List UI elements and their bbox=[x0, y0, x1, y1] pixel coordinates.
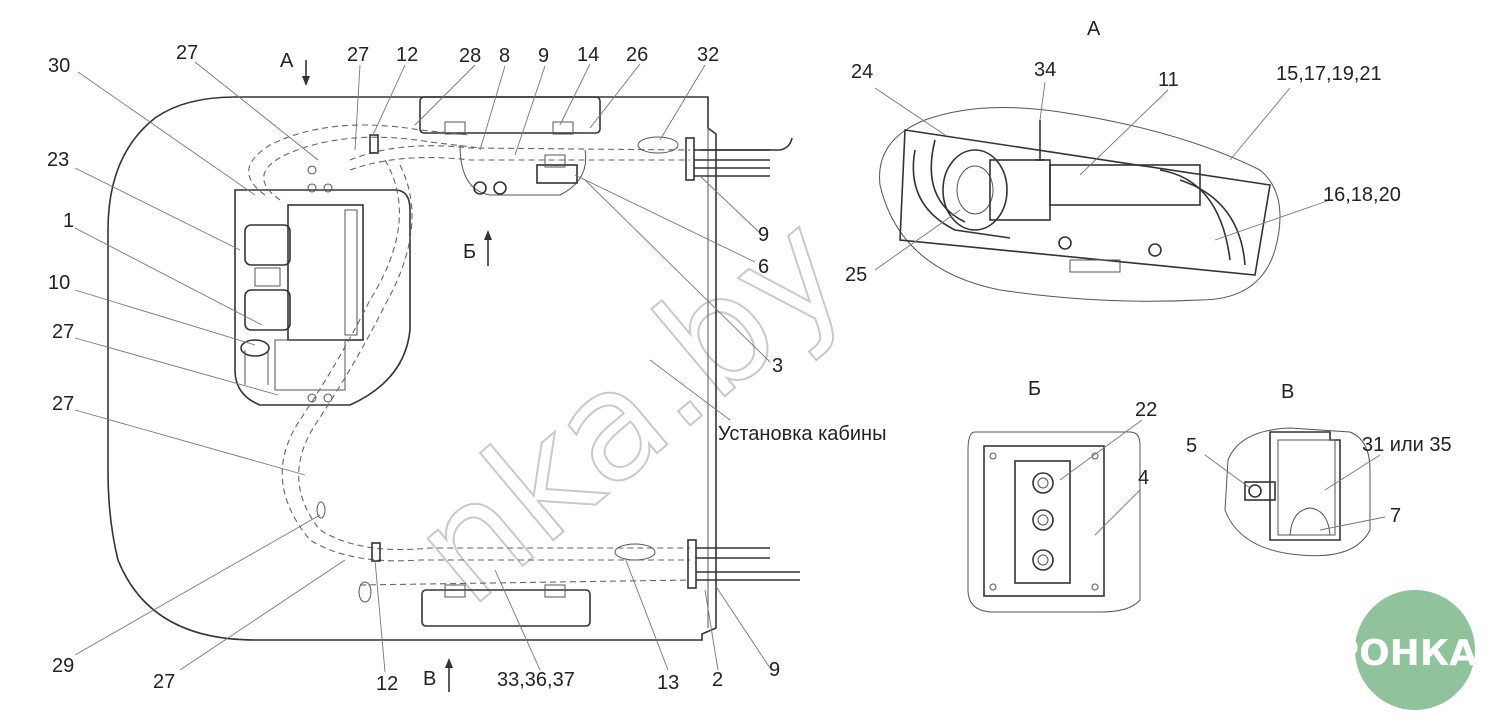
label-26: 26 bbox=[626, 44, 648, 66]
pipe-fittings bbox=[614, 136, 800, 589]
label-31-or-35: 31 или 35 bbox=[1362, 434, 1452, 456]
label-27-top-left: 27 bbox=[176, 42, 198, 64]
logo-text: АГРОНКА bbox=[1282, 633, 1477, 674]
label-3: 3 bbox=[772, 355, 783, 377]
label-23: 23 bbox=[47, 149, 69, 171]
label-11: 11 bbox=[1158, 69, 1179, 91]
label-10: 10 bbox=[48, 272, 70, 294]
label-9-bottom: 9 bbox=[769, 659, 780, 681]
leader-lines bbox=[74, 61, 771, 673]
label-2: 2 bbox=[712, 669, 723, 691]
label-27-left-1: 27 bbox=[52, 321, 74, 343]
label-29: 29 bbox=[52, 655, 74, 677]
label-14: 14 bbox=[577, 44, 599, 66]
view-v-arrow-label: В bbox=[423, 668, 436, 690]
label-5: 5 bbox=[1186, 435, 1197, 457]
label-4: 4 bbox=[1138, 467, 1149, 489]
label-27-left-2: 27 bbox=[52, 393, 74, 415]
label-9-right: 9 bbox=[758, 224, 769, 246]
label-33-36-37: 33,36,37 bbox=[497, 669, 575, 691]
label-24: 24 bbox=[851, 61, 873, 83]
view-v-title: В bbox=[1281, 381, 1294, 403]
cab-floor-plan bbox=[74, 60, 800, 692]
label-12-bottom: 12 bbox=[376, 673, 398, 695]
cab-outline bbox=[107, 96, 717, 641]
heater-unit bbox=[234, 165, 411, 406]
label-32: 32 bbox=[697, 44, 719, 66]
label-7: 7 bbox=[1390, 505, 1401, 527]
view-b-detail bbox=[967, 419, 1143, 613]
bottom-panel bbox=[421, 589, 591, 627]
view-b-title: Б bbox=[1028, 378, 1041, 400]
label-9-top: 9 bbox=[538, 45, 549, 67]
label-8: 8 bbox=[499, 45, 510, 67]
view-a-title: А bbox=[1087, 18, 1101, 40]
view-v-detail bbox=[1204, 427, 1386, 557]
pipe-routes bbox=[248, 124, 691, 586]
watermark-text: nka.by bbox=[381, 181, 878, 638]
label-16-18-20: 16,18,20 bbox=[1323, 184, 1401, 206]
view-b-arrow-label: Б bbox=[463, 241, 476, 263]
top-control-block bbox=[459, 144, 587, 196]
caption-cab-installation: Установка кабины bbox=[718, 423, 886, 445]
label-30: 30 bbox=[48, 55, 70, 77]
label-13: 13 bbox=[657, 672, 679, 694]
label-6: 6 bbox=[758, 256, 769, 278]
label-28: 28 bbox=[459, 45, 481, 67]
label-34: 34 bbox=[1034, 59, 1056, 81]
labels: 30 27 А 27 12 28 8 9 14 26 32 23 1 10 27… bbox=[47, 18, 1452, 695]
view-a-arrow-label: А bbox=[280, 50, 294, 72]
label-15-17-19-21: 15,17,19,21 bbox=[1276, 63, 1382, 85]
label-12-top: 12 bbox=[396, 44, 418, 66]
logo-circle bbox=[1355, 590, 1475, 710]
label-22: 22 bbox=[1135, 399, 1157, 421]
view-a-detail bbox=[874, 81, 1331, 302]
label-25: 25 bbox=[845, 264, 867, 286]
label-1: 1 bbox=[63, 210, 74, 232]
agronka-logo: АГРОНКА bbox=[1282, 590, 1477, 710]
label-27-bottom: 27 bbox=[153, 671, 175, 693]
label-27-top: 27 bbox=[347, 44, 369, 66]
watermark: nka.by bbox=[380, 180, 879, 639]
